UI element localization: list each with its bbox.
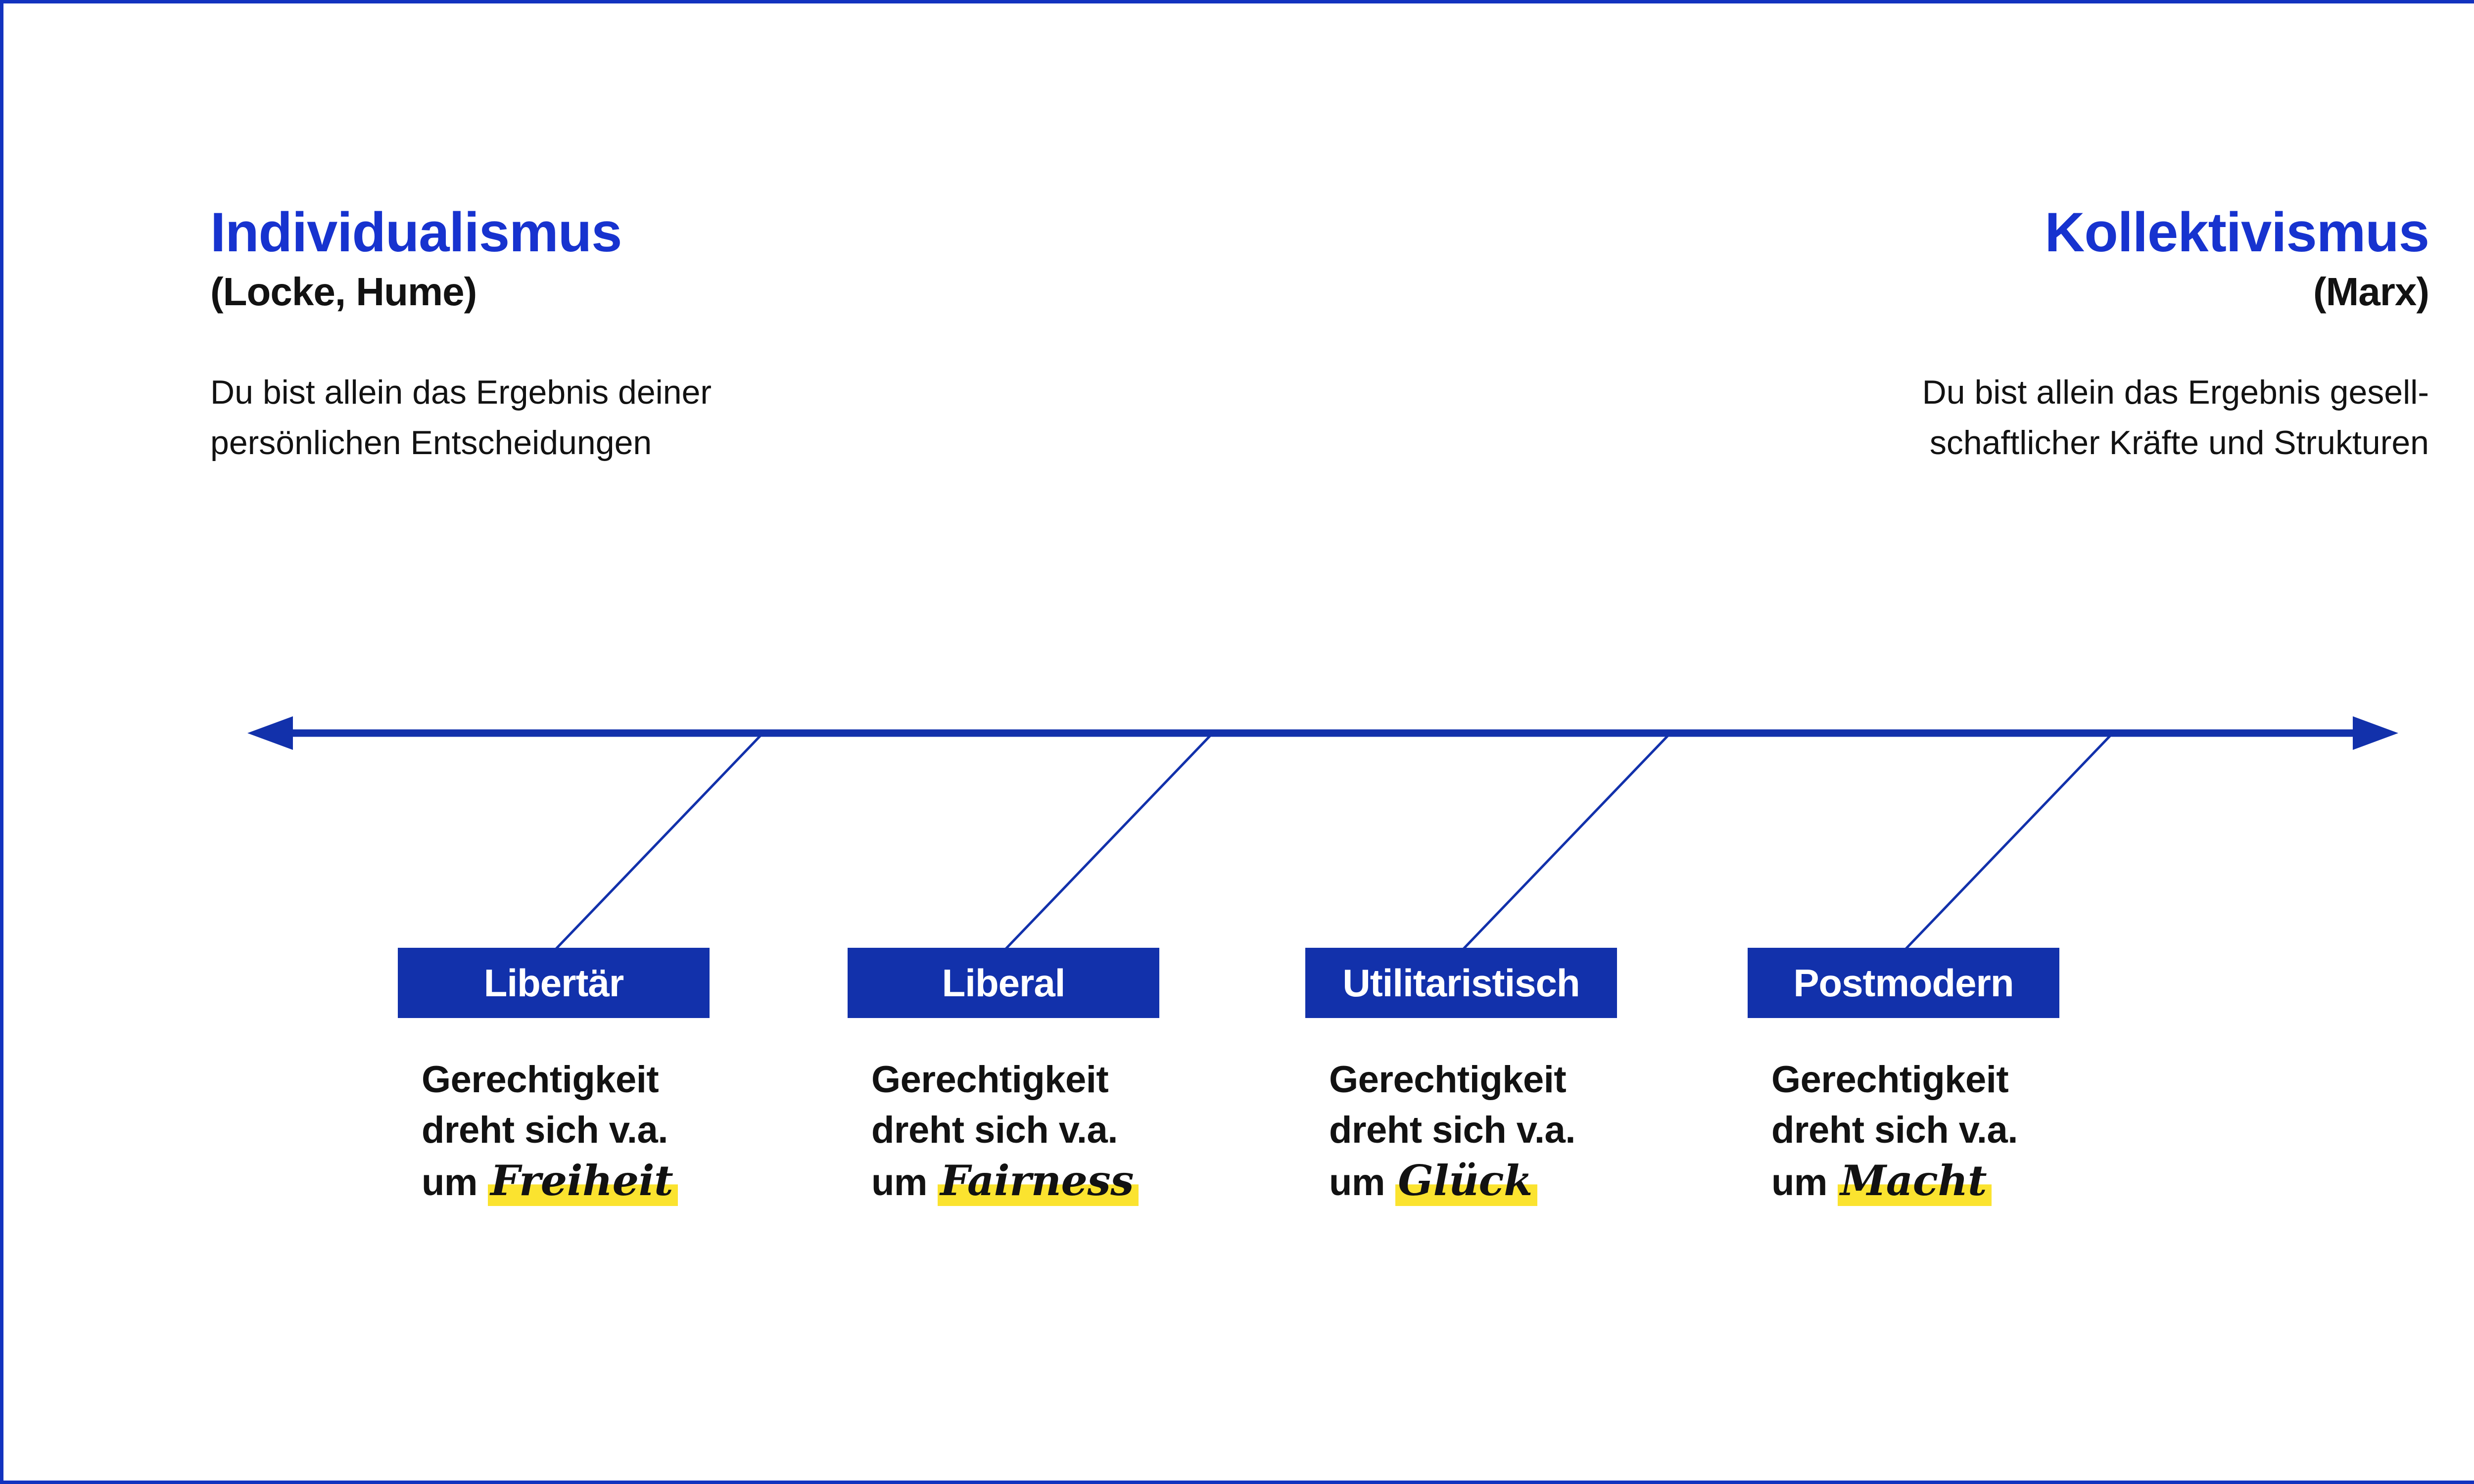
desc-line: schaftlicher Kräfte und Strukturen xyxy=(1929,424,2429,462)
desc-line: persönlichen Entscheidungen xyxy=(210,424,652,462)
statement-line: dreht sich v.a. xyxy=(422,1109,668,1151)
diagonal-connector-postmodern xyxy=(1903,734,2112,952)
statement-prefix: um xyxy=(871,1161,928,1204)
statement-prefix: um xyxy=(1771,1161,1828,1204)
keyword-highlight-fairness: Fairness xyxy=(938,1156,1139,1206)
diagonal-connector-libertaer xyxy=(553,734,762,952)
statement-line: dreht sich v.a. xyxy=(1329,1109,1575,1151)
statement-line: Gerechtigkeit xyxy=(871,1059,1109,1101)
pole-title-individualismus: Individualismus xyxy=(210,201,622,263)
position-label-box-utilitaristisch: Utilitaristisch xyxy=(1305,948,1617,1018)
position-label-box-libertaer: Libertär xyxy=(398,948,710,1018)
keyword-highlight-glueck: Glück xyxy=(1395,1156,1537,1206)
keyword-highlight-freiheit: Freiheit xyxy=(488,1156,678,1206)
pole-description-right: Du bist allein das Ergebnis gesell- scha… xyxy=(1922,367,2429,468)
position-label: Liberal xyxy=(942,961,1066,1005)
position-label: Libertär xyxy=(483,961,624,1005)
axis-arrowhead-left xyxy=(247,716,293,750)
statement-line: Gerechtigkeit xyxy=(1329,1059,1567,1101)
position-label-box-postmodern: Postmodern xyxy=(1748,948,2059,1018)
statement-prefix: um xyxy=(422,1161,478,1204)
pole-description-left: Du bist allein das Ergebnis deiner persö… xyxy=(210,367,712,468)
pole-title-kollektivismus: Kollektivismus xyxy=(2045,201,2429,263)
pole-authors-left: (Locke, Hume) xyxy=(210,270,477,314)
pole-individualismus: Individualismus (Locke, Hume) Du bist al… xyxy=(210,200,712,468)
statement-line: Gerechtigkeit xyxy=(422,1059,659,1101)
diagonal-connector-utilitaristisch xyxy=(1460,734,1670,952)
keyword-highlight-macht: Macht xyxy=(1838,1156,1992,1206)
position-label: Utilitaristisch xyxy=(1342,961,1580,1005)
diagonal-connector-liberal xyxy=(1002,734,1212,952)
statement-line: Gerechtigkeit xyxy=(1771,1059,2009,1101)
axis-arrowhead-right xyxy=(2353,716,2398,750)
position-label-box-liberal: Liberal xyxy=(848,948,1159,1018)
statement-prefix: um xyxy=(1329,1161,1385,1204)
statement-line: dreht sich v.a. xyxy=(871,1109,1118,1151)
pole-kollektivismus: Kollektivismus (Marx) Du bist allein das… xyxy=(1922,200,2429,468)
desc-line: Du bist allein das Ergebnis gesell- xyxy=(1922,373,2429,411)
desc-line: Du bist allein das Ergebnis deiner xyxy=(210,373,712,411)
statement-line: dreht sich v.a. xyxy=(1771,1109,2018,1151)
position-label: Postmodern xyxy=(1793,961,2014,1005)
pole-authors-right: (Marx) xyxy=(2313,270,2429,314)
